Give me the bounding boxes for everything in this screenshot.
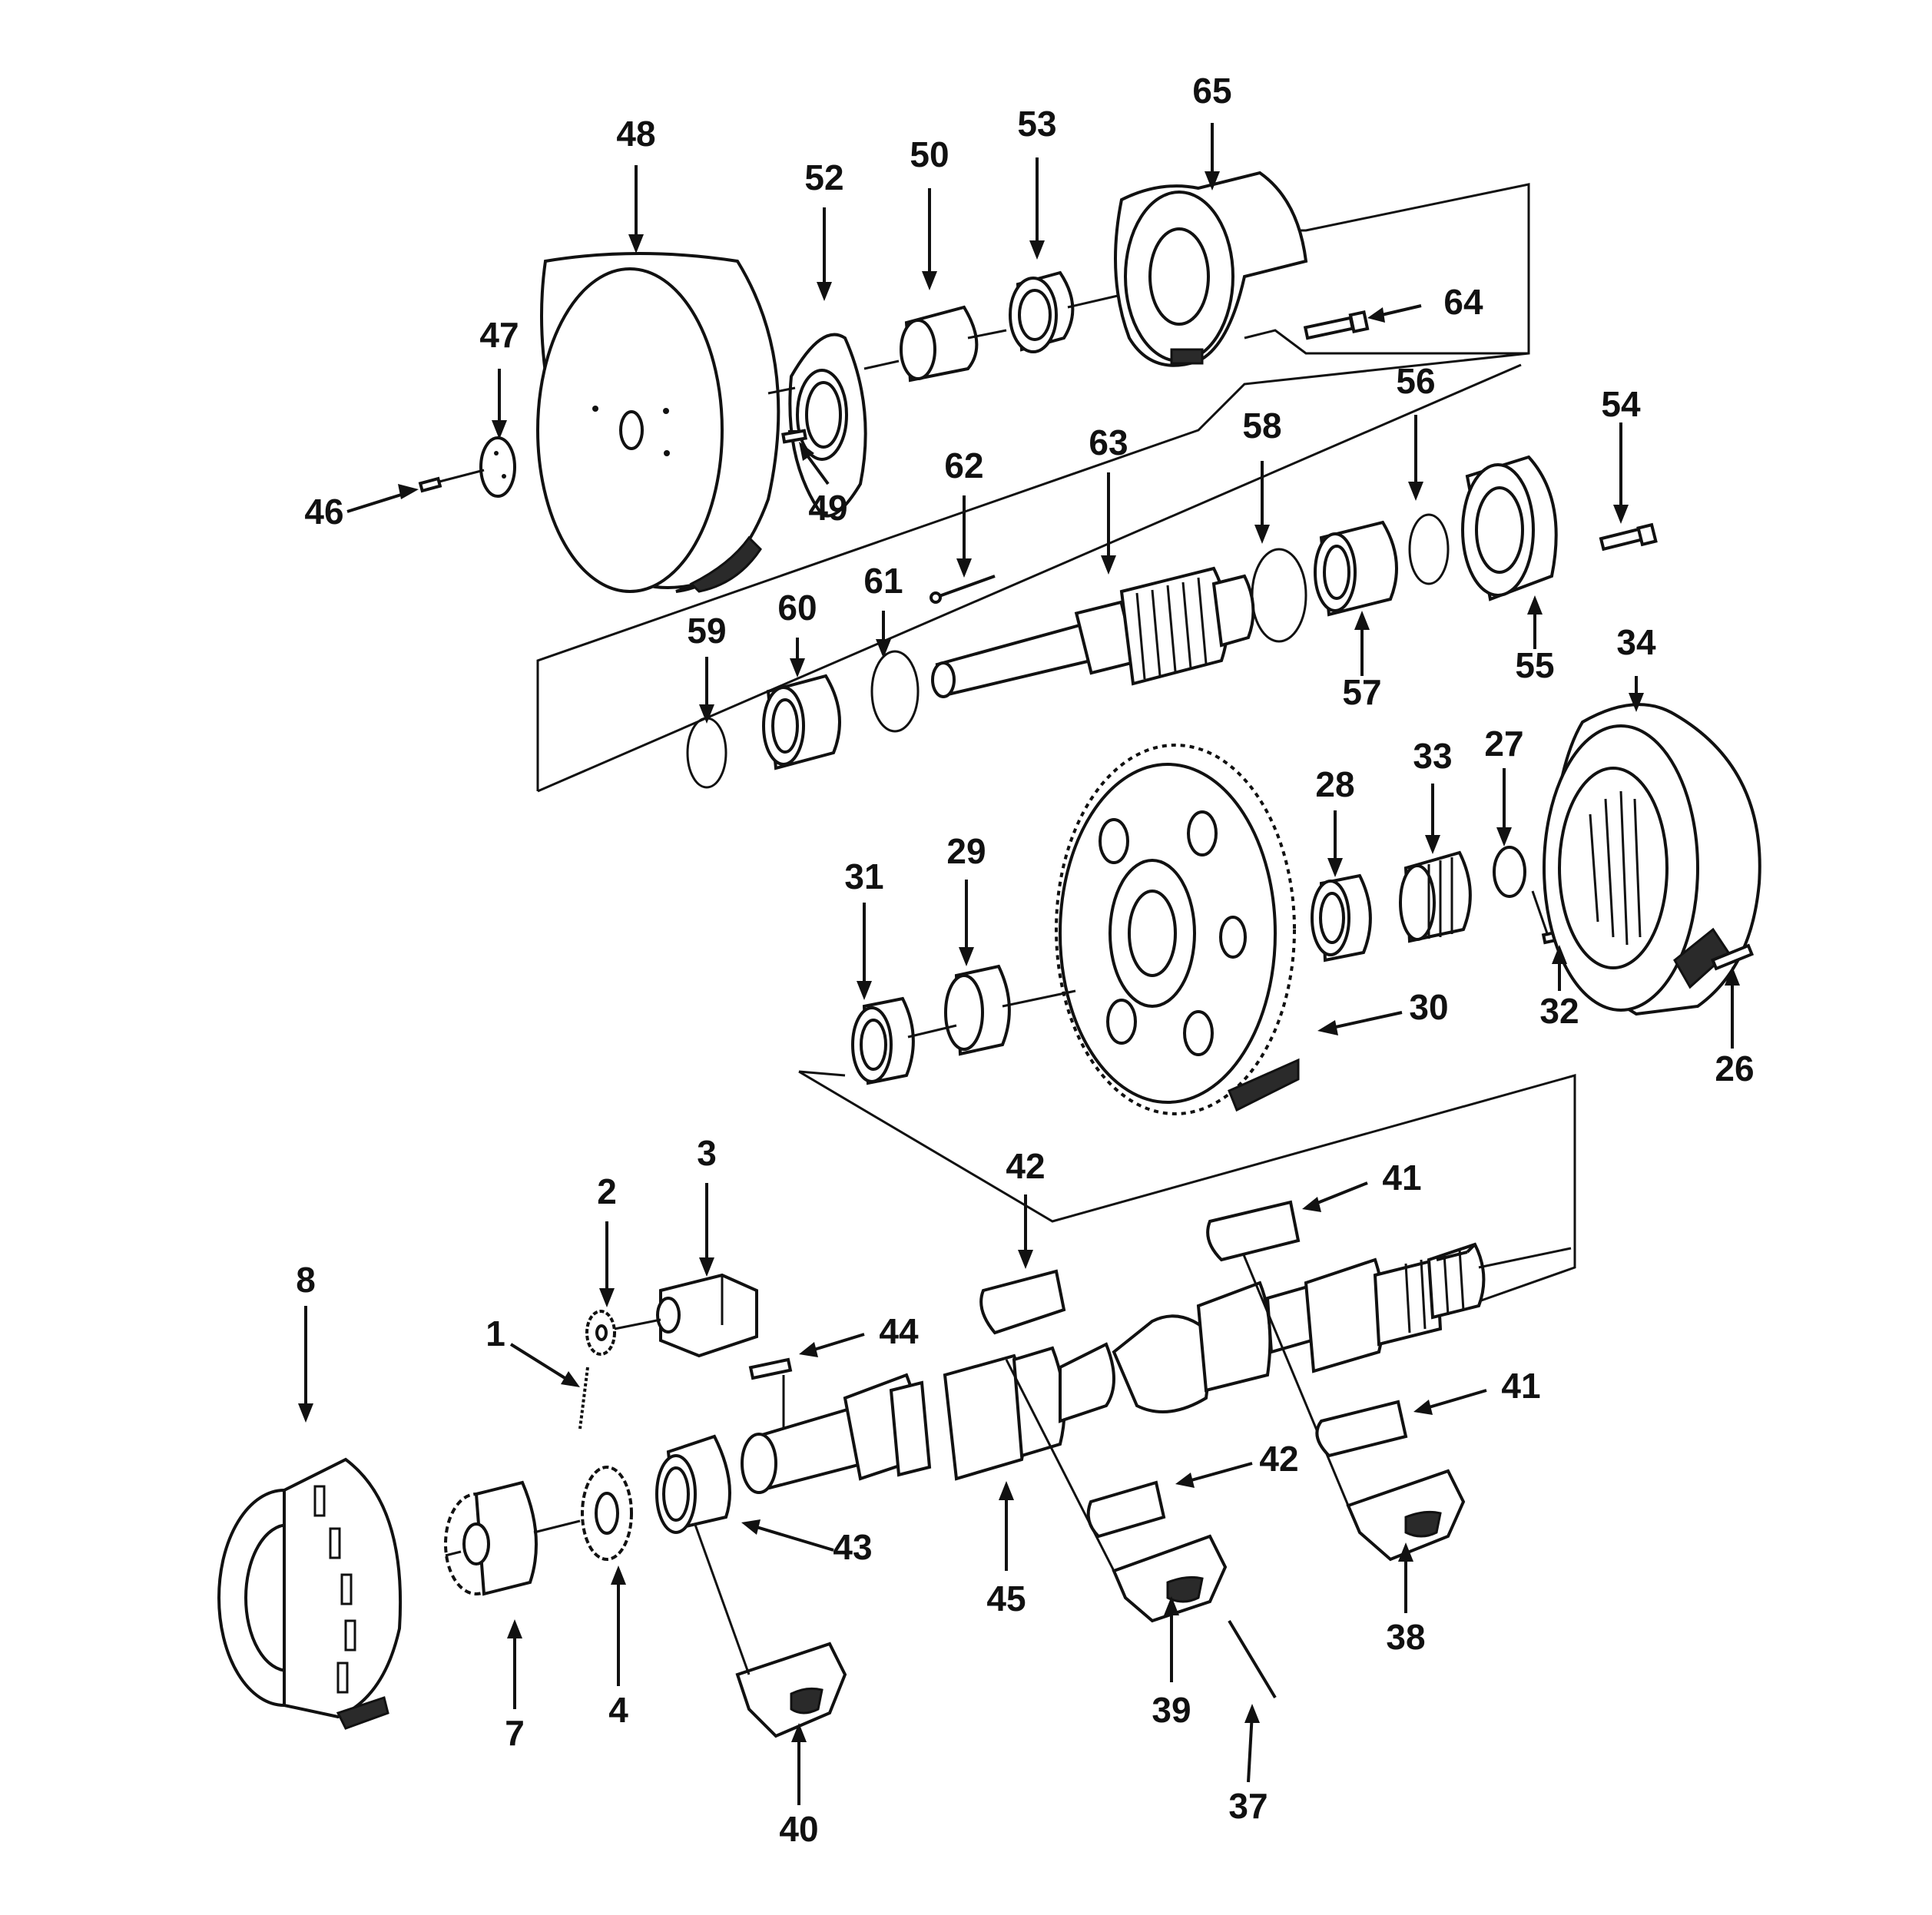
half-bearing-41b: [1315, 1400, 1408, 1458]
callout-49: 49: [808, 488, 847, 528]
callout-59: 59: [687, 611, 726, 651]
bolt-54: [1599, 522, 1658, 552]
flywheel: [536, 252, 780, 593]
callout-50: 50: [910, 134, 949, 174]
callout-58: 58: [1242, 406, 1281, 446]
half-bearing-42b: [1086, 1480, 1166, 1539]
callout-38: 38: [1386, 1617, 1425, 1657]
roller-bearing-53: [1009, 270, 1118, 353]
bearing-cap-55: [1461, 455, 1558, 601]
callout-48: 48: [616, 114, 655, 154]
callout-57: 57: [1342, 672, 1381, 712]
wheel-hub-34: [1543, 703, 1761, 1016]
callout-4: 4: [608, 1690, 628, 1730]
sprocket-4: [581, 1466, 633, 1561]
callout-2: 2: [597, 1171, 617, 1211]
snap-ring-61: [870, 650, 920, 733]
bolt-26: [1710, 943, 1755, 971]
callout-39: 39: [1152, 1690, 1191, 1730]
callout-37: 37: [1228, 1786, 1268, 1826]
callout-43: 43: [833, 1527, 872, 1567]
half-bearing-41a: [1206, 1200, 1301, 1262]
housing-65: [1114, 171, 1308, 367]
cover-plate-52: [767, 333, 900, 518]
callout-30: 30: [1409, 987, 1448, 1027]
callout-34: 34: [1616, 622, 1656, 662]
sensor-3: [614, 1273, 758, 1358]
callout-41-bottom: 41: [1501, 1366, 1540, 1406]
callout-45: 45: [986, 1579, 1026, 1618]
callout-64: 64: [1443, 282, 1483, 322]
callout-60: 60: [777, 588, 817, 628]
callout-27: 27: [1484, 724, 1523, 764]
gear-7: [444, 1480, 581, 1596]
callout-53: 53: [1017, 104, 1056, 144]
callout-56: 56: [1396, 361, 1435, 401]
callout-32: 32: [1539, 991, 1579, 1031]
callout-63: 63: [1089, 422, 1128, 462]
crankshaft-45: [741, 1242, 1572, 1494]
bolt-49: [781, 429, 807, 444]
bolt-46: [418, 469, 485, 493]
bearing-sleeve-43: [655, 1434, 731, 1534]
clutch-housing-8: [217, 1457, 403, 1730]
bearing-31: [851, 996, 915, 1085]
bolt-37: [1228, 1619, 1277, 1699]
callout-55: 55: [1515, 645, 1554, 685]
pinion-shaft-63: [931, 566, 1255, 698]
callout-61: 61: [863, 561, 903, 601]
callout-31: 31: [844, 856, 883, 896]
callout-leaders: [298, 123, 1740, 1805]
hub-33: [1399, 850, 1472, 943]
callout-44: 44: [879, 1311, 919, 1351]
callout-28: 28: [1315, 764, 1354, 804]
sleeve-50: [900, 305, 1007, 383]
callout-1: 1: [485, 1314, 505, 1353]
bearing-cap-40: [694, 1524, 847, 1738]
callout-42-bottom: 42: [1259, 1439, 1298, 1479]
bull-gear-30: [1055, 744, 1300, 1115]
pin-62: [930, 575, 996, 604]
callout-52: 52: [804, 157, 843, 197]
bearing-cap-39: [1005, 1359, 1228, 1623]
bearing-cap-38: [1231, 1228, 1466, 1562]
callout-54: 54: [1601, 384, 1641, 424]
callout-42-top: 42: [1006, 1146, 1045, 1186]
callout-62: 62: [944, 446, 983, 485]
callout-7: 7: [505, 1713, 525, 1753]
sprocket-2: [585, 1310, 616, 1356]
chain-1: [578, 1367, 589, 1430]
washer-27: [1493, 846, 1526, 898]
callout-8: 8: [296, 1260, 316, 1300]
bearing-57: [1314, 520, 1398, 617]
middle-assembly-bracket: [798, 1070, 1576, 1315]
callout-40: 40: [779, 1809, 818, 1849]
assembly-drawing: [217, 171, 1761, 1738]
snap-ring-56: [1408, 513, 1450, 585]
callout-41-top: 41: [1382, 1158, 1421, 1198]
callout-labels: 48 52 50 53 65 64 47 46 49 62 63 58 56 5…: [296, 71, 1754, 1849]
callout-26: 26: [1715, 1049, 1754, 1088]
callout-3: 3: [697, 1133, 717, 1173]
snap-ring-59: [686, 717, 727, 789]
sleeve-29: [907, 964, 1076, 1056]
washer-47: [479, 436, 516, 498]
key-44: [748, 1357, 793, 1429]
half-bearing-42a: [979, 1269, 1066, 1335]
bolt-64: [1303, 310, 1370, 340]
bearing-60: [762, 674, 841, 770]
callout-65: 65: [1192, 71, 1231, 111]
bearing-28: [1311, 873, 1372, 962]
snap-ring-58: [1251, 548, 1307, 643]
callout-47: 47: [479, 315, 519, 355]
callout-46: 46: [304, 492, 343, 532]
callout-29: 29: [946, 831, 986, 871]
callout-33: 33: [1413, 736, 1452, 776]
